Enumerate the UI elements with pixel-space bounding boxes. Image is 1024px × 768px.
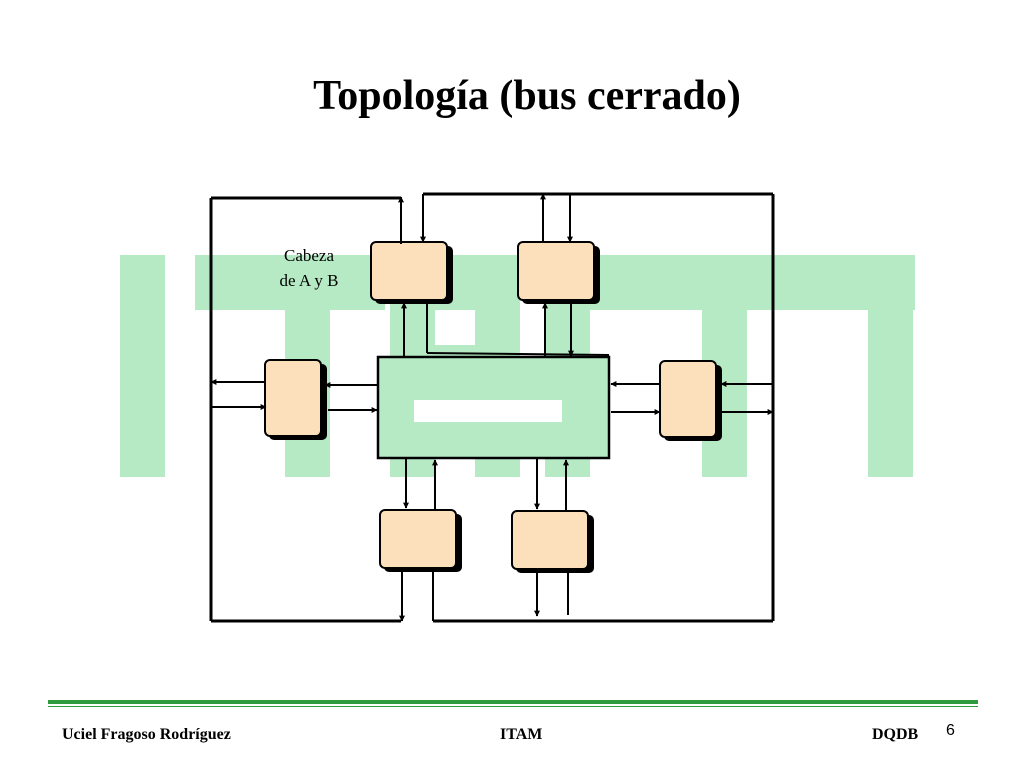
page-number: 6 [946, 722, 955, 739]
node-right [659, 360, 722, 441]
footer-author: Uciel Fragoso Rodríguez [62, 726, 231, 743]
node-top-left-head [370, 241, 453, 304]
node-top-right [517, 241, 600, 304]
slide-title: Topología (bus cerrado) [313, 73, 741, 119]
node-bottom-right [511, 510, 594, 573]
head-label-line2: de A y B [279, 271, 338, 290]
node-left [264, 359, 327, 440]
footer-topic: DQDB [872, 726, 919, 743]
footer-organization: ITAM [500, 726, 543, 743]
head-label-line1: Cabeza [284, 246, 334, 265]
footer-divider-thin [48, 706, 978, 707]
footer-divider [48, 700, 978, 704]
central-bus-block [376, 355, 611, 460]
outer-bus-line [209, 192, 775, 623]
connection-arrows [210, 193, 774, 622]
node-bottom-left [379, 509, 462, 572]
